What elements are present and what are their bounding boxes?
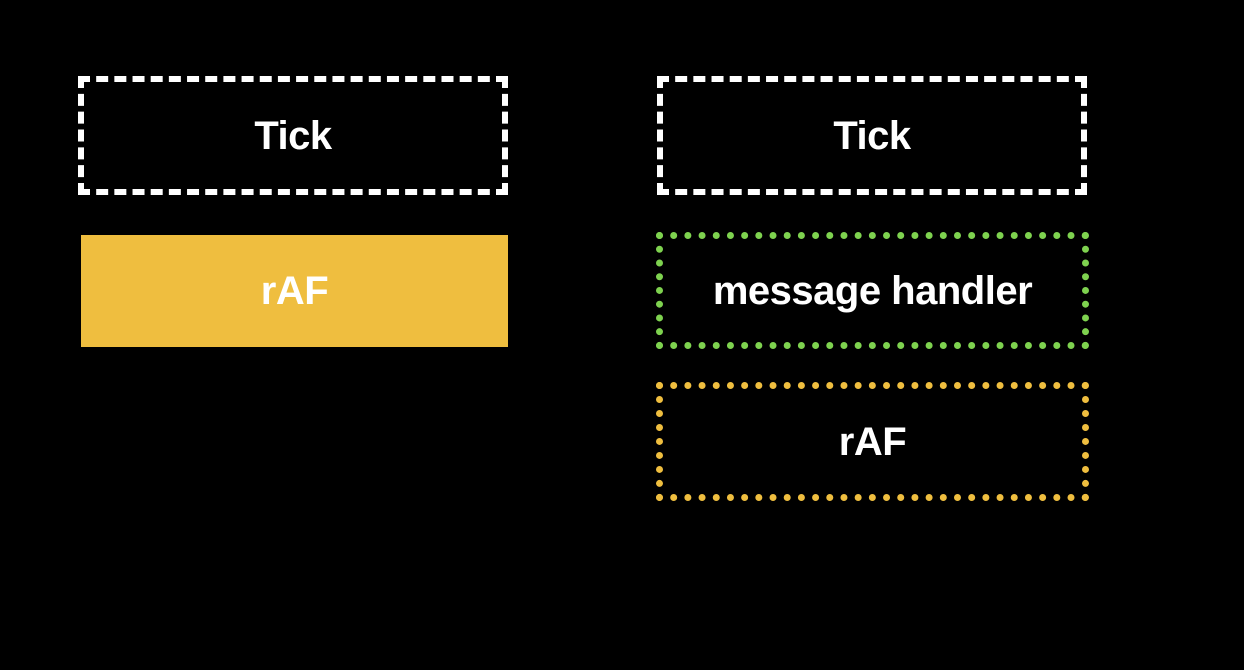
box-right-raf-label: rAF <box>838 419 907 464</box>
box-left-raf[interactable]: rAF <box>81 235 508 347</box>
box-right-message-handler-label: message handler <box>712 268 1033 313</box>
box-left-tick-label: Tick <box>254 113 332 158</box>
box-left-tick[interactable]: Tick <box>78 76 508 195</box>
box-right-tick-label: Tick <box>833 113 911 158</box>
box-right-raf[interactable]: rAF <box>656 382 1089 501</box>
box-right-tick[interactable]: Tick <box>657 76 1087 195</box>
box-right-message-handler[interactable]: message handler <box>656 232 1089 349</box>
box-left-raf-label: rAF <box>260 269 329 313</box>
